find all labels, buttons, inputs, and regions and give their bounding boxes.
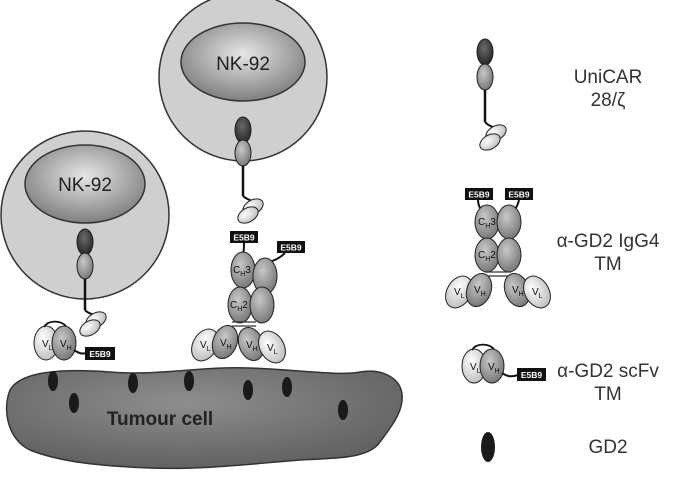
igg4-right: E5B9 E5B9 CH3 CH2 VL VH VH VL (191, 231, 305, 364)
svg-text:VL: VL (532, 287, 543, 300)
gd2-antigen (338, 400, 348, 420)
svg-text:VH: VH (474, 285, 486, 298)
nk-cell-right: NK-92 (158, 0, 328, 162)
svg-text:VL: VL (454, 287, 465, 300)
svg-text:CH2: CH2 (230, 300, 248, 313)
vh-sub: H (67, 345, 72, 352)
nucleus-right (180, 22, 306, 102)
svg-text:VH: VH (220, 338, 232, 351)
ch2-num: 2 (242, 300, 248, 311)
vh-label: V (60, 339, 67, 350)
gd2-antigen (282, 377, 292, 397)
e5b9-tag (465, 188, 493, 200)
svg-text:VH: VH (60, 339, 72, 352)
svg-text:VL: VL (470, 362, 481, 375)
ch2-label: C (230, 300, 237, 311)
legend-gd2-symbol (481, 432, 495, 462)
gd2-antigen (184, 371, 194, 391)
nucleus-left (24, 144, 146, 224)
nk-cell-left: NK-92 (0, 130, 170, 300)
legend-unicar-line1: UniCAR (573, 67, 643, 88)
legend-unicar-line2: 28/ζ (590, 90, 626, 111)
e5b9-tag-label: E5B9 (280, 243, 302, 253)
svg-text:VL: VL (200, 340, 211, 353)
ch3-num: 3 (245, 265, 251, 276)
tumour-cell-body (5, 366, 403, 470)
vl-label: V (42, 339, 49, 350)
svg-text:E5B9: E5B9 (521, 370, 543, 380)
svg-text:VH: VH (246, 340, 258, 353)
legend-scfv-symbol: VL VH E5B9 (461, 343, 546, 384)
legend-gd2-line1: GD2 (588, 437, 628, 458)
svg-text:VH: VH (488, 362, 500, 375)
e5b9-tag (85, 347, 115, 360)
svg-text:CH3: CH3 (233, 265, 251, 278)
gd2-antigen (69, 393, 79, 413)
vl-sub: L (49, 345, 53, 352)
svg-text:CH3: CH3 (478, 217, 496, 230)
svg-text:VL: VL (42, 339, 53, 352)
gd2-antigen (243, 380, 253, 400)
nk-cell-left-label: NK-92 (58, 175, 112, 196)
svg-text:E5B9: E5B9 (508, 190, 530, 200)
e5b9-tag (505, 188, 533, 200)
svg-text:CH2: CH2 (478, 250, 496, 263)
legend-scfv-line1: α-GD2 scFv (557, 361, 659, 382)
e5b9-tag-label: E5B9 (233, 233, 255, 243)
legend-unicar-label: UniCAR 28/ζ (538, 66, 678, 112)
svg-text:VH: VH (512, 285, 524, 298)
scfv-left: VL VH E5B9 (33, 320, 115, 361)
unicar-right (234, 116, 264, 224)
legend-igg4-label: α-GD2 IgG4 TM (538, 230, 678, 276)
svg-text:VL: VL (267, 343, 278, 356)
e5b9-tag (230, 231, 258, 243)
legend-scfv-line2: TM (594, 384, 622, 405)
tumour-cell-label: Tumour cell (107, 409, 213, 430)
legend-igg4-line2: TM (594, 254, 622, 275)
svg-text:E5B9: E5B9 (468, 190, 490, 200)
unicar-left (76, 228, 107, 337)
ch3-sub: H (240, 271, 245, 278)
e5b9-tag-label: E5B9 (89, 349, 111, 359)
e5b9-tag (517, 368, 546, 381)
ch2-sub: H (237, 306, 242, 313)
nk-cell-right-label: NK-92 (216, 54, 270, 75)
ch3-label: C (233, 265, 240, 276)
gd2-antigens (48, 371, 348, 420)
legend-igg4-line1: α-GD2 IgG4 (556, 231, 660, 252)
legend-igg4-symbol: E5B9 E5B9 CH3 CH2 VL VH VH VL (445, 188, 551, 309)
legend-scfv-label: α-GD2 scFv TM (538, 360, 678, 406)
e5b9-tag (277, 241, 305, 253)
legend-unicar-symbol (476, 38, 507, 151)
gd2-antigen (128, 373, 138, 393)
gd2-antigen (48, 371, 58, 391)
legend-gd2-label: GD2 (538, 436, 678, 459)
vh-domain (51, 325, 77, 361)
